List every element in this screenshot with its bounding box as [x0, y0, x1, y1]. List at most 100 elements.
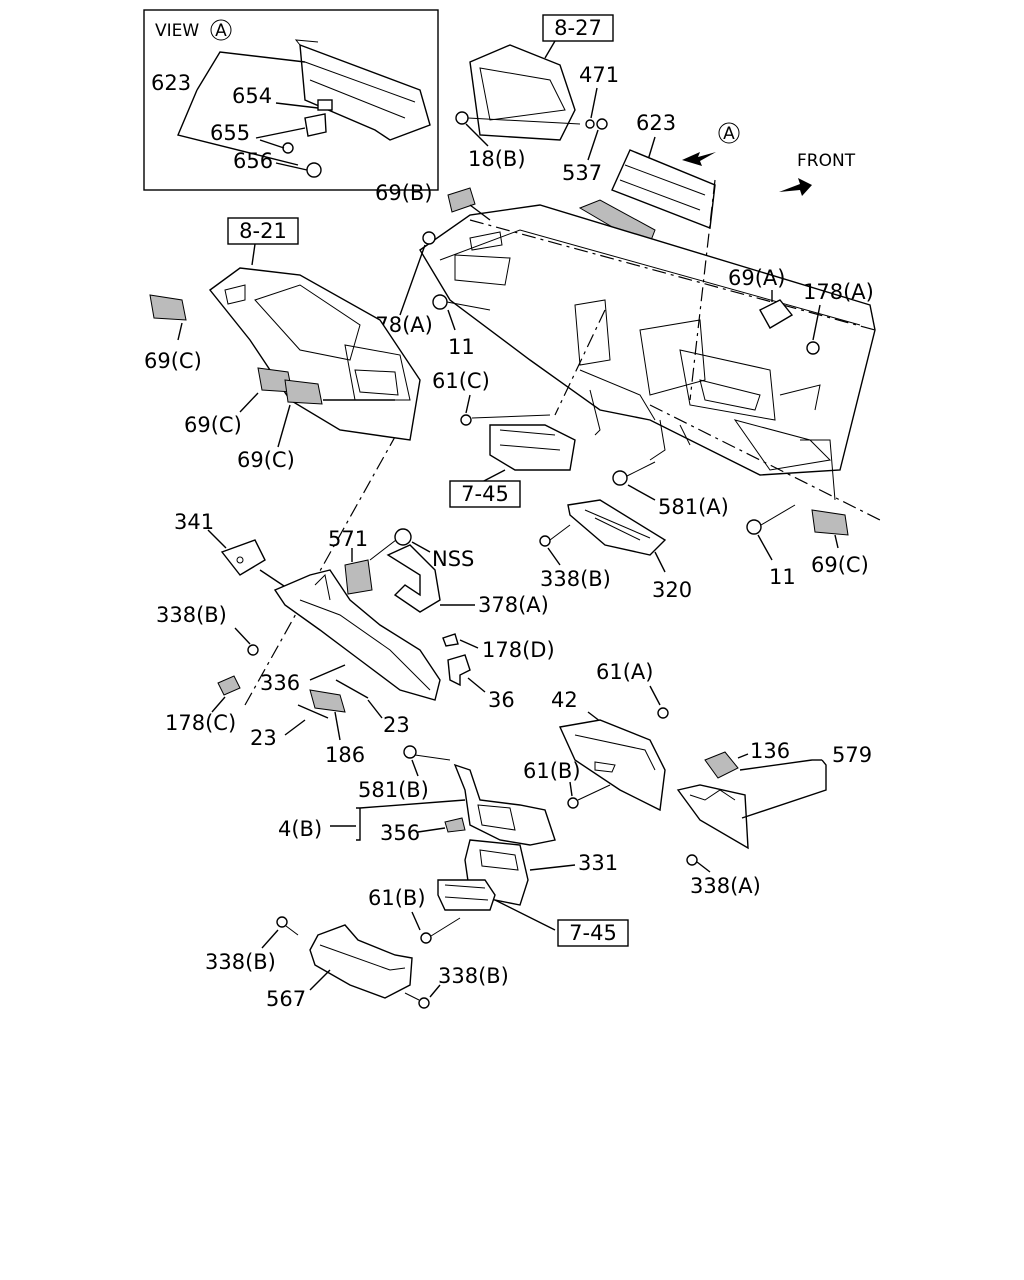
view-a-pointer-letter: A	[723, 124, 735, 144]
label-623: 623	[636, 111, 676, 135]
audio-unit-lower	[437, 879, 496, 911]
label-61b-bottom: 61(B)	[368, 886, 426, 910]
clip-654	[317, 99, 333, 111]
view-a-arrow	[682, 152, 716, 166]
label-581a: 581(A)	[658, 495, 729, 519]
right-lower-group: 581(A) 320 338(B) 11 69(C)	[539, 461, 869, 602]
glove-box-group: 61(A) 42 61(B) 136 579 338(A)	[523, 660, 872, 898]
bolt-18b	[455, 111, 469, 125]
label-69c-left: 69(C)	[144, 349, 202, 373]
label-341: 341	[174, 510, 214, 534]
label-338b-bottom-left: 338(B)	[205, 950, 276, 974]
screw-338b-left	[247, 644, 259, 656]
ref-8-27: 8-27	[554, 16, 602, 40]
cluster-bezel-group: 8-21 69(C) 69(C) 69(C)	[144, 217, 421, 472]
label-655: 655	[210, 121, 250, 145]
label-378a: 378(A)	[478, 593, 549, 617]
switch-571	[344, 559, 373, 595]
center-bezel	[453, 763, 556, 846]
ref-box-8-21	[227, 217, 299, 245]
cluster-hood-group: 8-27 471 18(B) 537	[455, 14, 619, 185]
view-a-inset: VIEW A 623 654 655 656	[143, 9, 439, 191]
ref-box-7-45-upper	[449, 480, 521, 508]
vent-69a	[759, 299, 794, 329]
nut-inset	[306, 162, 322, 178]
label-320: 320	[652, 578, 692, 602]
label-69c-right: 69(C)	[811, 553, 869, 577]
screw-61c	[460, 414, 472, 426]
label-581b: 581(B)	[358, 778, 429, 802]
duct-ribs	[304, 61, 416, 119]
label-18b: 18(B)	[468, 147, 526, 171]
view-a-circle-marker	[210, 19, 232, 41]
label-4b: 4(B)	[278, 817, 322, 841]
bracket-320	[567, 499, 667, 556]
ref-7-45-upper: 7-45	[461, 482, 509, 506]
nut-178a-left	[422, 231, 436, 245]
bolt-nss	[394, 528, 412, 546]
screw-338b-bottom-left	[276, 916, 288, 928]
screw-581b	[403, 745, 417, 759]
ref-8-21: 8-21	[239, 219, 287, 243]
label-61a: 61(A)	[596, 660, 653, 684]
instrument-panel-body	[419, 204, 876, 476]
bolt-11-mid	[432, 294, 448, 310]
vent-69c-right	[811, 509, 849, 536]
nut-537	[596, 118, 608, 130]
label-23-right: 23	[383, 713, 410, 737]
label-186: 186	[325, 743, 365, 767]
label-656: 656	[233, 149, 273, 173]
strip-23-left	[297, 704, 329, 719]
vent-69c-mid-2	[284, 379, 323, 405]
label-69c-mid-1: 69(C)	[184, 413, 242, 437]
glove-box-lid-579	[676, 784, 749, 850]
label-69a: 69(A)	[728, 266, 785, 290]
knee-pad-group: 338(B) 567 338(B)	[205, 916, 509, 1011]
lower-left-group: 341 336 571 NSS 378(A) 338(B) 178(D) 36	[156, 510, 555, 767]
screw-338b-right	[539, 535, 551, 547]
ref-7-45-lower: 7-45	[569, 921, 617, 945]
duct-623-inset	[299, 43, 431, 141]
label-36: 36	[488, 688, 515, 712]
screw-61b-right	[567, 797, 579, 809]
ref-box-7-45-lower	[557, 919, 629, 947]
knee-pad-567	[309, 924, 413, 999]
label-11-right: 11	[769, 565, 796, 589]
label-61b-right: 61(B)	[523, 759, 581, 783]
ref-box-8-27	[542, 14, 614, 42]
view-a-pointer-circle	[718, 122, 740, 144]
clip-178c	[217, 675, 241, 696]
view-a-title: VIEW	[155, 21, 199, 41]
label-537: 537	[562, 161, 602, 185]
label-nss: NSS	[432, 547, 474, 571]
label-338b-right: 338(B)	[540, 567, 611, 591]
strip-23-right	[335, 679, 369, 699]
bracket-341	[220, 539, 266, 576]
label-178d: 178(D)	[482, 638, 555, 662]
label-23-left: 23	[250, 726, 277, 750]
nut-178a-right	[806, 341, 820, 355]
label-178c: 178(C)	[165, 711, 236, 735]
label-338a: 338(A)	[690, 874, 761, 898]
bracket-36	[447, 654, 471, 687]
screw-338b-bottom-right	[418, 997, 430, 1009]
clip-178d	[442, 633, 459, 647]
label-356: 356	[380, 821, 420, 845]
label-42: 42	[551, 688, 578, 712]
front-label: FRONT	[797, 151, 856, 171]
washer-471	[585, 119, 595, 129]
label-338b-left: 338(B)	[156, 603, 227, 627]
screw-61a	[657, 707, 669, 719]
screw-61b-bottom	[420, 932, 432, 944]
label-69c-mid-2: 69(C)	[237, 448, 295, 472]
lower-cover-336	[273, 569, 441, 701]
bracket-655	[304, 113, 327, 137]
latch-136	[704, 751, 739, 779]
cluster-hood	[469, 44, 576, 141]
front-arrow	[779, 178, 812, 196]
bracket-378a	[386, 544, 441, 613]
view-a-marker-letter: A	[215, 21, 227, 41]
label-136: 136	[750, 739, 790, 763]
bolt-581a	[612, 470, 628, 486]
